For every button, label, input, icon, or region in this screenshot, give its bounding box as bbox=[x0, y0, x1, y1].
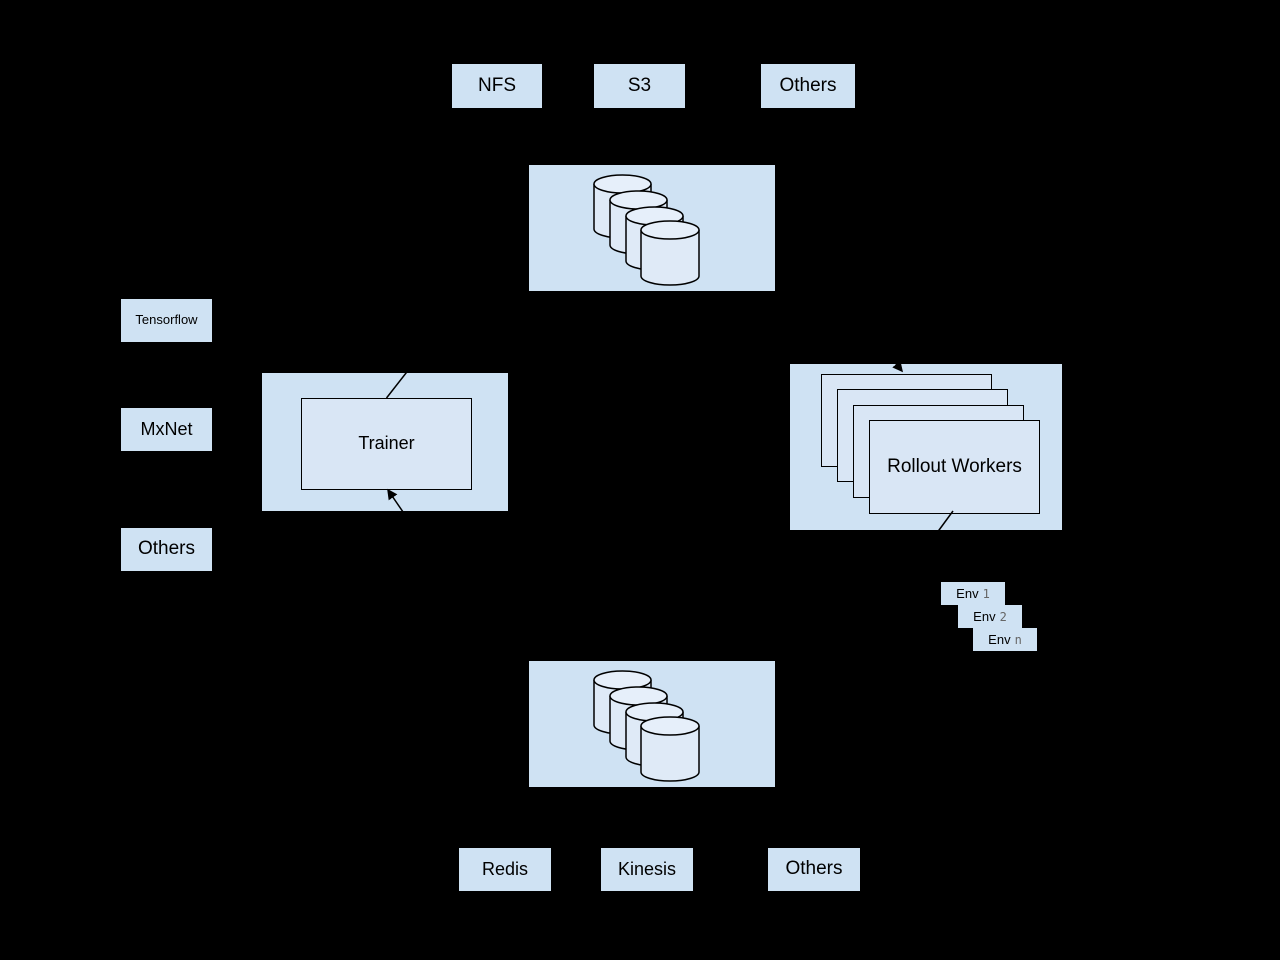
node-others-top: Others bbox=[761, 64, 855, 108]
storage-block-top bbox=[529, 165, 775, 291]
node-env-n: Env n bbox=[973, 628, 1037, 651]
node-tensorflow-label: Tensorflow bbox=[135, 312, 198, 328]
node-others-left-label: Others bbox=[137, 538, 196, 560]
node-redis-label: Redis bbox=[481, 858, 529, 879]
node-mxnet: MxNet bbox=[121, 408, 212, 451]
node-kinesis: Kinesis bbox=[601, 848, 693, 891]
node-others-bottom: Others bbox=[768, 848, 860, 891]
node-others-left: Others bbox=[121, 528, 212, 571]
node-s3: S3 bbox=[594, 64, 685, 108]
env-2-label: Env bbox=[973, 609, 996, 624]
storage-block-bottom bbox=[529, 661, 775, 787]
node-trainer: Trainer bbox=[301, 398, 472, 490]
node-kinesis-label: Kinesis bbox=[617, 858, 677, 879]
node-others-bottom-label: Others bbox=[785, 858, 843, 880]
database-cylinders-icon bbox=[593, 670, 700, 782]
node-rollout-workers-label: Rollout Workers bbox=[887, 455, 1022, 477]
node-trainer-label: Trainer bbox=[358, 433, 415, 454]
node-s3-label: S3 bbox=[627, 74, 652, 96]
node-rollout-workers: Rollout Workers bbox=[869, 420, 1040, 514]
node-nfs-label: NFS bbox=[478, 74, 516, 96]
node-redis: Redis bbox=[459, 848, 551, 891]
env-n-num: n bbox=[1014, 632, 1022, 647]
node-env-1: Env 1 bbox=[941, 582, 1005, 605]
env-n-label: Env bbox=[988, 632, 1011, 647]
trainer-group: Trainer bbox=[262, 373, 508, 511]
database-cylinders-icon bbox=[593, 174, 700, 286]
node-tensorflow: Tensorflow bbox=[121, 299, 212, 342]
rollout-workers-group: Rollout Workers bbox=[790, 364, 1062, 530]
env-1-num: 1 bbox=[982, 586, 990, 601]
node-mxnet-label: MxNet bbox=[140, 418, 193, 439]
env-1-label: Env bbox=[956, 586, 979, 601]
env-2-num: 2 bbox=[999, 609, 1007, 624]
node-nfs: NFS bbox=[452, 64, 542, 108]
node-others-top-label: Others bbox=[779, 74, 837, 96]
node-env-2: Env 2 bbox=[958, 605, 1022, 628]
